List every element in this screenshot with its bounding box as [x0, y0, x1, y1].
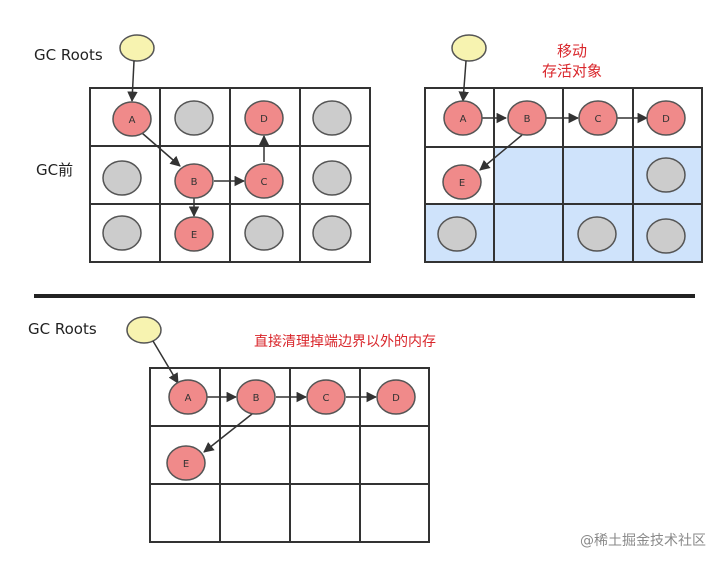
svg-text:C: C: [261, 177, 268, 188]
move-label-line2: 存活对象: [542, 62, 602, 80]
dead-object: [577, 216, 617, 252]
reference-arrow: [479, 134, 523, 171]
panel-after-clear: GC Roots 直接清理掉端边界以外的内存 A B: [28, 316, 436, 543]
reference-arrow: [141, 132, 181, 167]
dead-object: [437, 216, 477, 252]
svg-text:E: E: [191, 230, 197, 241]
svg-text:A: A: [460, 114, 467, 125]
gc-root-node: [126, 316, 162, 344]
live-object-a: A: [443, 100, 483, 136]
gc-roots-label: GC Roots: [34, 46, 103, 64]
panel-before-gc: GC Roots GC前 A: [34, 34, 371, 263]
live-object-d: D: [646, 100, 686, 136]
reference-arrow: [127, 60, 138, 103]
live-object-c: C: [306, 379, 346, 415]
live-object-e: E: [166, 445, 206, 481]
svg-text:D: D: [392, 393, 400, 404]
heap-grid-before: [89, 87, 371, 263]
svg-text:B: B: [191, 177, 198, 188]
gc-roots-label: GC Roots: [28, 320, 97, 338]
svg-text:A: A: [129, 115, 136, 126]
watermark: @稀土掘金技术社区: [580, 533, 706, 549]
dead-object: [312, 160, 352, 196]
panel-move-objects: 移动 存活对象 A: [424, 34, 703, 263]
svg-text:C: C: [323, 393, 330, 404]
svg-text:E: E: [459, 178, 465, 189]
heap-grid-move: [424, 87, 703, 263]
live-object-b: B: [507, 100, 547, 136]
svg-text:B: B: [524, 114, 531, 125]
live-object-b: B: [236, 379, 276, 415]
section-divider: [34, 294, 695, 298]
dead-object: [646, 157, 686, 193]
live-object-d: D: [244, 100, 284, 136]
dead-object: [312, 100, 352, 136]
reference-arrow: [203, 413, 253, 453]
gc-before-label: GC前: [36, 161, 73, 179]
gc-root-node: [119, 34, 155, 62]
live-object-a: A: [168, 379, 208, 415]
dead-object: [312, 215, 352, 251]
live-object-b: B: [174, 163, 214, 199]
live-object-c: C: [578, 100, 618, 136]
dead-object: [174, 100, 214, 136]
move-label-line1: 移动: [557, 42, 587, 60]
clear-note-label: 直接清理掉端边界以外的内存: [254, 333, 436, 350]
live-object-e: E: [442, 164, 482, 200]
live-object-d: D: [376, 379, 416, 415]
dead-object: [102, 160, 142, 196]
live-object-c: C: [244, 163, 284, 199]
svg-text:D: D: [260, 114, 268, 125]
svg-text:B: B: [253, 393, 260, 404]
live-object-a: A: [112, 101, 152, 137]
reference-arrow: [458, 60, 469, 103]
svg-text:C: C: [595, 114, 602, 125]
dead-object: [646, 218, 686, 254]
gc-root-node: [451, 34, 487, 62]
dead-object: [102, 215, 142, 251]
dead-object: [244, 215, 284, 251]
svg-text:E: E: [183, 459, 189, 470]
reference-arrow: [152, 340, 179, 384]
svg-text:D: D: [662, 114, 670, 125]
svg-text:A: A: [185, 393, 192, 404]
live-object-e: E: [174, 216, 214, 252]
